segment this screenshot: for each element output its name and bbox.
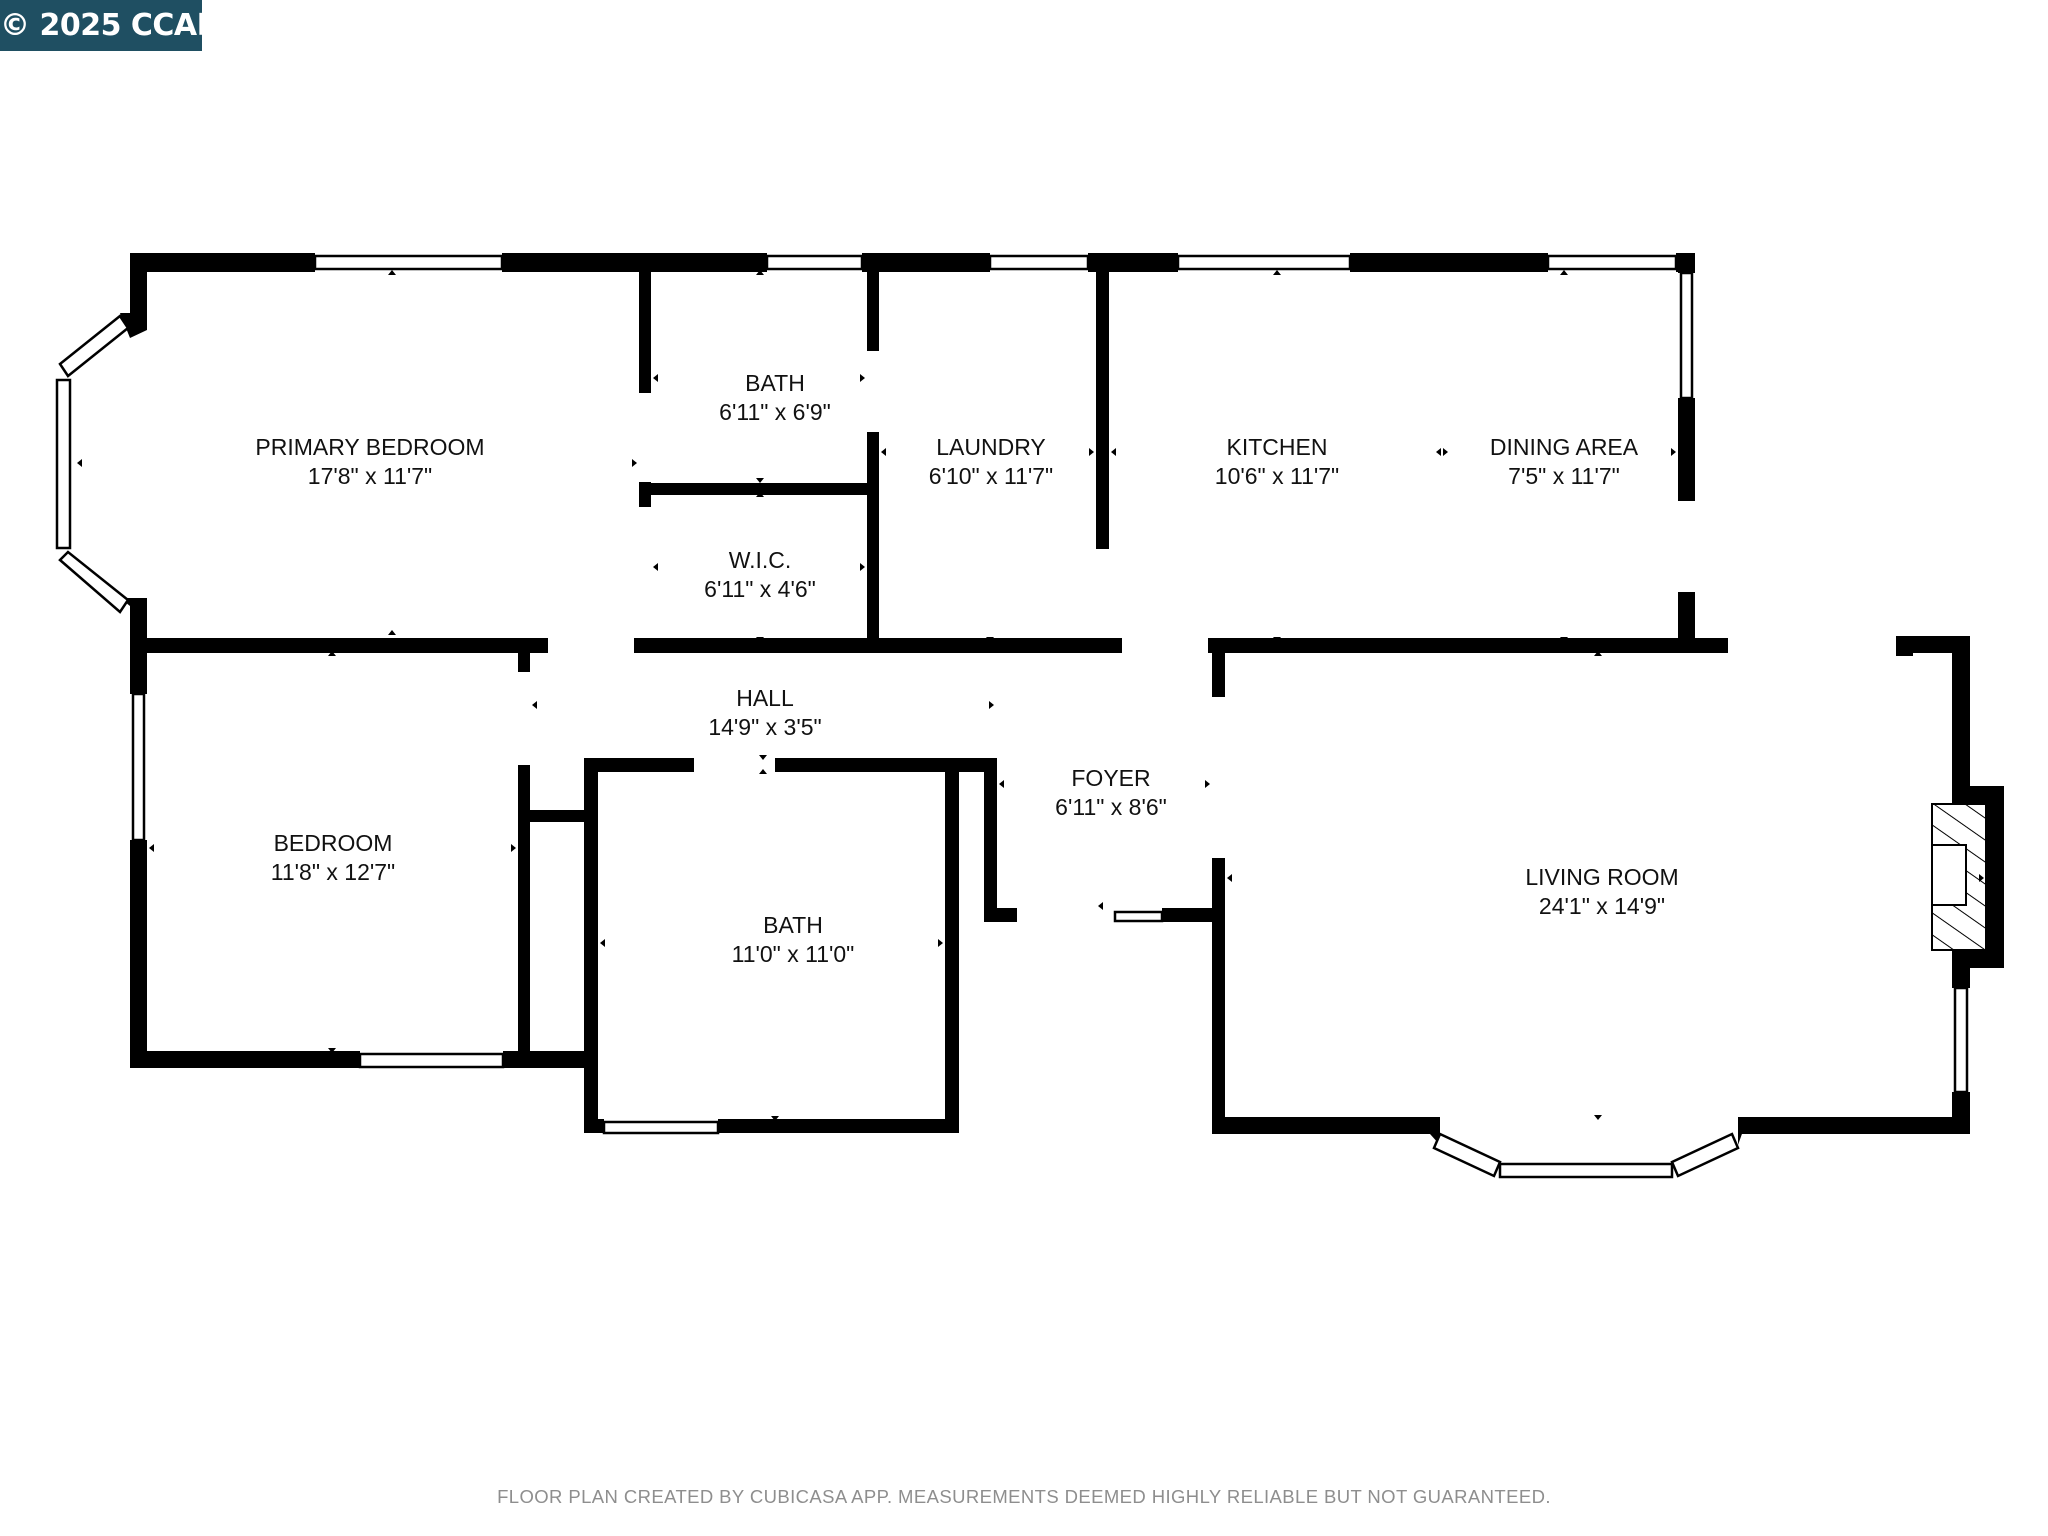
fireplace-icon	[1931, 803, 1987, 951]
dimension-markers	[77, 270, 1984, 1121]
room-name: BATH	[745, 370, 805, 396]
walls	[120, 253, 2004, 1145]
room-label-laundry: LAUNDRY 6'10" x 11'7"	[929, 434, 1053, 489]
room-label-hall: HALL 14'9" x 3'5"	[708, 685, 821, 740]
room-label-bath-upper: BATH 6'11" x 6'9"	[719, 370, 831, 425]
room-dimensions: 14'9" x 3'5"	[708, 714, 821, 740]
room-name: BEDROOM	[274, 830, 393, 856]
room-name: LIVING ROOM	[1525, 864, 1678, 890]
room-dimensions: 11'8" x 12'7"	[271, 859, 395, 885]
room-name: KITCHEN	[1227, 434, 1328, 460]
room-dimensions: 7'5" x 11'7"	[1508, 463, 1620, 489]
room-dimensions: 10'6" x 11'7"	[1215, 463, 1339, 489]
room-label-primary-bedroom: PRIMARY BEDROOM 17'8" x 11'7"	[255, 434, 484, 489]
room-dimensions: 6'11" x 6'9"	[719, 399, 831, 425]
copyright-watermark: © 2025 CCAR	[0, 0, 220, 51]
room-name: FOYER	[1071, 765, 1150, 791]
room-label-living-room: LIVING ROOM 24'1" x 14'9"	[1525, 864, 1678, 919]
room-name: HALL	[736, 685, 794, 711]
room-name: DINING AREA	[1490, 434, 1639, 460]
room-dimensions: 6'11" x 4'6"	[704, 576, 816, 602]
room-dimensions: 24'1" x 14'9"	[1539, 893, 1665, 919]
room-name: LAUNDRY	[936, 434, 1046, 460]
room-label-dining-area: DINING AREA 7'5" x 11'7"	[1490, 434, 1639, 489]
room-name: PRIMARY BEDROOM	[255, 434, 484, 460]
room-label-bath-lower: BATH 11'0" x 11'0"	[732, 912, 855, 967]
windows	[55, 254, 1969, 1179]
room-label-foyer: FOYER 6'11" x 8'6"	[1055, 765, 1167, 820]
room-labels: PRIMARY BEDROOM 17'8" x 11'7" BATH 6'11"…	[255, 370, 1678, 967]
room-dimensions: 6'11" x 8'6"	[1055, 794, 1167, 820]
room-name: W.I.C.	[729, 547, 792, 573]
room-label-wic: W.I.C. 6'11" x 4'6"	[704, 547, 816, 602]
room-dimensions: 11'0" x 11'0"	[732, 941, 855, 967]
room-label-bedroom: BEDROOM 11'8" x 12'7"	[271, 830, 395, 885]
disclaimer-text: FLOOR PLAN CREATED BY CUBICASA APP. MEAS…	[497, 1486, 1551, 1507]
room-dimensions: 17'8" x 11'7"	[308, 463, 432, 489]
room-name: BATH	[763, 912, 823, 938]
room-dimensions: 6'10" x 11'7"	[929, 463, 1053, 489]
room-label-kitchen: KITCHEN 10'6" x 11'7"	[1215, 434, 1339, 489]
